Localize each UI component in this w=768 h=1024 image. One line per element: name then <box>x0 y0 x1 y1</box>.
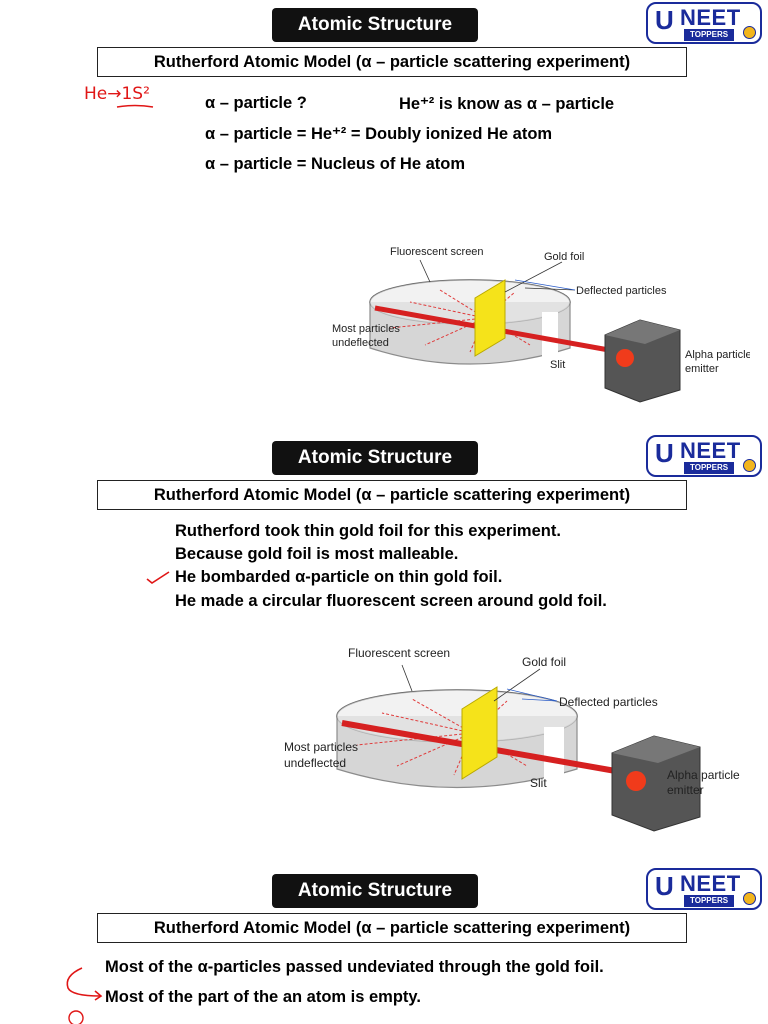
label-undeflected: undeflected <box>284 756 346 770</box>
alpha-known-as: He⁺² is know as α – particle <box>399 95 615 113</box>
neet-toppers-logo: U NEET TOPPERS <box>646 2 762 44</box>
point-malleable: Because gold foil is most malleable. <box>175 545 459 563</box>
point-bombarded: He bombarded α-particle on thin gold foi… <box>175 568 503 586</box>
neet-toppers-logo: U NEET TOPPERS <box>646 435 762 477</box>
scattering-diagram: Fluorescent screen Gold foil Deflected p… <box>284 646 740 832</box>
label-fluorescent-screen: Fluorescent screen <box>348 646 450 660</box>
neet-toppers-logo: U NEET TOPPERS <box>646 868 762 910</box>
slide-3: Atomic Structure U NEET TOPPERS Rutherfo… <box>0 866 768 1024</box>
logo-tagline: TOPPERS <box>684 462 735 474</box>
slide-title: Atomic Structure <box>272 441 478 475</box>
point-undeviated: Most of the α-particles passed undeviate… <box>105 958 604 976</box>
label-gold-foil: Gold foil <box>522 655 566 669</box>
handwritten-annotation: He→1S² <box>84 84 150 104</box>
slide-subtitle: Rutherford Atomic Model (α – particle sc… <box>97 47 687 77</box>
label-deflected-particles: Deflected particles <box>559 695 658 709</box>
label-alpha-emitter-1: Alpha particle <box>667 768 740 782</box>
label-gold-foil: Gold foil <box>544 251 584 263</box>
logo-name: NEET <box>680 438 741 463</box>
label-undeflected: undeflected <box>332 337 389 349</box>
logo-coin-icon <box>743 26 756 39</box>
logo-name: NEET <box>680 5 741 30</box>
label-alpha-emitter-2: emitter <box>685 363 719 375</box>
slide-2: Atomic Structure U NEET TOPPERS Rutherfo… <box>0 433 768 853</box>
label-slit: Slit <box>530 776 547 790</box>
logo-mark: U <box>655 871 674 901</box>
label-alpha-emitter-2: emitter <box>667 783 704 797</box>
point-screen: He made a circular fluorescent screen ar… <box>175 592 607 610</box>
logo-coin-icon <box>743 892 756 905</box>
label-alpha-emitter-1: Alpha particle <box>685 349 750 361</box>
logo-tagline: TOPPERS <box>684 895 735 907</box>
logo-mark: U <box>655 5 674 35</box>
scattering-diagram: Fluorescent screen Gold foil Deflected p… <box>332 246 750 403</box>
slide-title: Atomic Structure <box>272 8 478 42</box>
label-most-particles: Most particles <box>284 740 358 754</box>
slide-subtitle: Rutherford Atomic Model (α – particle sc… <box>97 913 687 943</box>
alpha-question: α – particle ? <box>205 94 307 112</box>
label-deflected-particles: Deflected particles <box>576 285 667 297</box>
point-gold-foil: Rutherford took thin gold foil for this … <box>175 522 561 540</box>
point-atom-empty: Most of the part of the an atom is empty… <box>105 988 421 1006</box>
label-slit: Slit <box>550 359 565 371</box>
logo-tagline: TOPPERS <box>684 29 735 41</box>
slide-1: Atomic Structure U NEET TOPPERS Rutherfo… <box>0 0 768 420</box>
label-fluorescent-screen: Fluorescent screen <box>390 246 484 258</box>
logo-coin-icon <box>743 459 756 472</box>
logo-mark: U <box>655 438 674 468</box>
slide-title: Atomic Structure <box>272 874 478 908</box>
logo-name: NEET <box>680 871 741 896</box>
alpha-ionized: α – particle = He⁺² = Doubly ionized He … <box>205 125 553 143</box>
alpha-nucleus: α – particle = Nucleus of He atom <box>205 155 466 173</box>
underline-mark <box>116 104 154 108</box>
curved-arrow-icon <box>66 967 103 1024</box>
label-most-particles: Most particles <box>332 323 400 335</box>
checkmark-icon <box>146 571 170 584</box>
slide-subtitle: Rutherford Atomic Model (α – particle sc… <box>97 480 687 510</box>
